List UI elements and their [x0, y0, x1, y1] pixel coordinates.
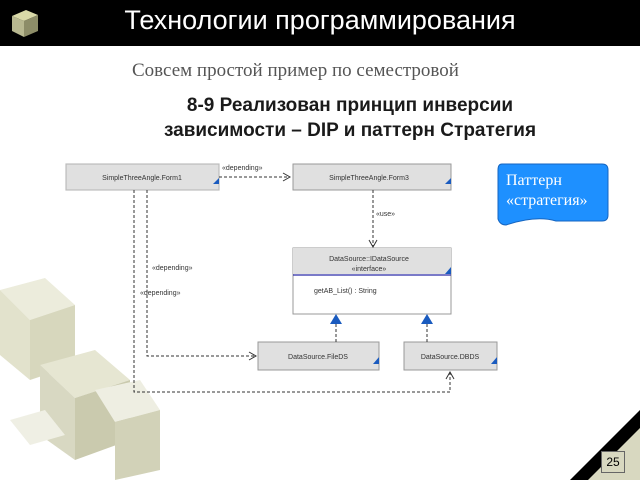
page-number: 25: [601, 451, 625, 473]
decorative-cubes: [0, 278, 160, 480]
relation-form1-dbds: «depending»: [133, 190, 455, 393]
class-marker-icon: [445, 178, 451, 184]
relation-form1-dbds-label: «depending»: [140, 290, 181, 297]
callout-line-2: «стратегия»: [506, 192, 588, 209]
class-marker-icon: [491, 357, 497, 364]
class-idatasource[interactable]: DataSource::IDataSource «interface» getA…: [292, 247, 452, 315]
title-bar: Технологии программирования: [0, 0, 640, 46]
strategy-pattern-callout: Паттерн «стратегия»: [506, 171, 606, 211]
relation-form1-form3: «depending»: [219, 165, 292, 182]
heading-line-2: зависимости – DIP и паттерн Стратегия: [163, 120, 537, 141]
class-marker-icon: [445, 267, 451, 274]
class-form3[interactable]: SimpleThreeAngle.Form3: [292, 163, 452, 191]
slide-subtitle: Совсем простой пример по семестровой: [132, 60, 459, 81]
class-marker-icon: [373, 357, 379, 364]
relation-form3-idatasource: «use»: [368, 190, 395, 249]
slide-heading: 8-9 Реализован принцип инверсии зависимо…: [80, 93, 620, 143]
class-dbds-label: DataSource.DBDS: [421, 354, 480, 361]
realization-dbds: [421, 314, 433, 342]
class-fileds-label: DataSource.FileDS: [288, 354, 348, 361]
realization-triangle-icon: [330, 314, 342, 324]
class-form1[interactable]: SimpleThreeAngle.Form1: [65, 163, 220, 191]
relation-form3-idatasource-label: «use»: [376, 211, 395, 218]
class-form1-label: SimpleThreeAngle.Form1: [102, 175, 182, 182]
uml-class-diagram: SimpleThreeAngle.Form1 SimpleThreeAngle.…: [65, 163, 498, 393]
callout-line-1: Паттерн: [506, 172, 562, 189]
method-getab-list: getAB_List() : String: [314, 288, 377, 295]
relation-form1-fileds-label: «depending»: [152, 265, 193, 272]
cube-logo-icon: [12, 10, 38, 37]
callout-shape: [497, 163, 609, 226]
slide-title: Технологии программирования: [124, 5, 516, 35]
interface-stereotype: «interface»: [352, 266, 387, 273]
class-marker-icon: [213, 178, 219, 184]
class-idatasource-label: DataSource::IDataSource: [329, 256, 409, 263]
realization-fileds: [330, 314, 342, 342]
heading-line-1: 8-9 Реализован принцип инверсии: [186, 95, 514, 116]
relation-form1-fileds: «depending»: [146, 190, 258, 361]
relation-form1-form3-label: «depending»: [222, 165, 263, 172]
realization-triangle-icon: [421, 314, 433, 324]
class-form3-label: SimpleThreeAngle.Form3: [329, 175, 409, 182]
class-fileds[interactable]: DataSource.FileDS: [257, 341, 380, 371]
class-dbds[interactable]: DataSource.DBDS: [403, 341, 498, 371]
